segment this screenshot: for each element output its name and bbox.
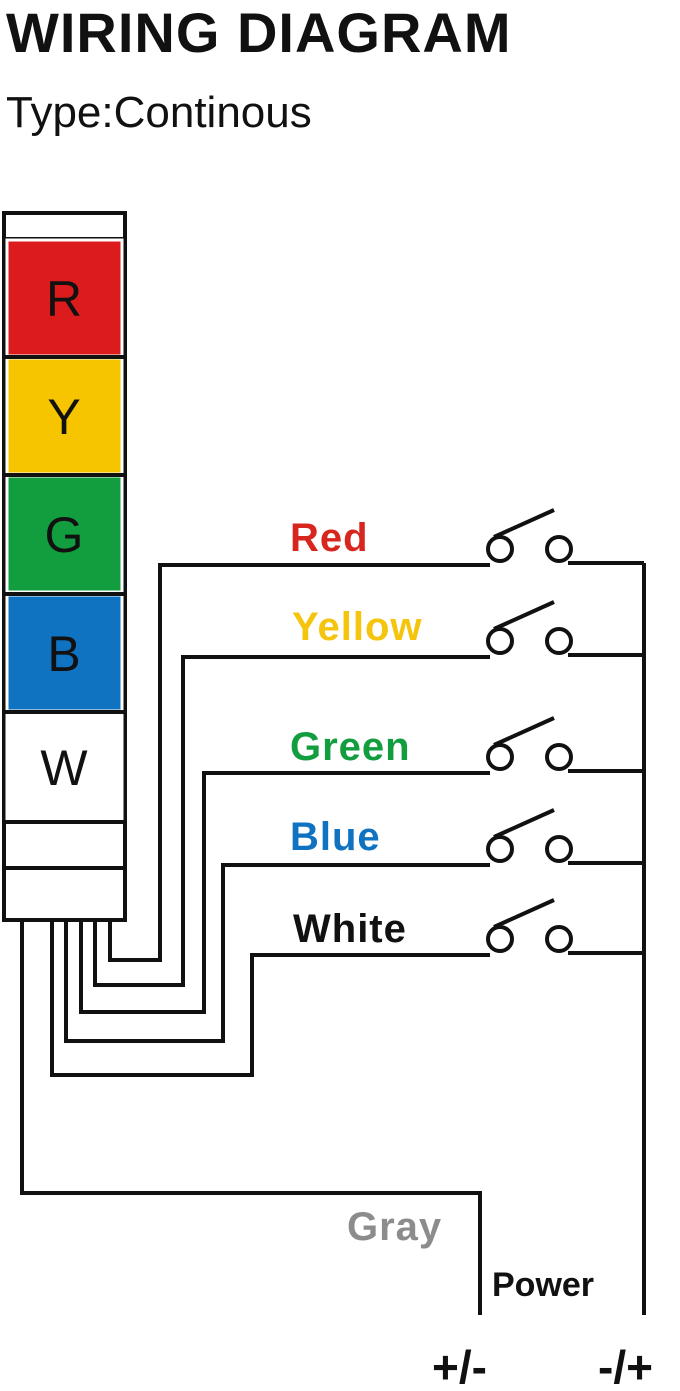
tower-segment-letter: G (45, 507, 84, 563)
wire-label-gray: Gray (347, 1205, 442, 1249)
switch-yellow (486, 600, 644, 657)
wire-label-blue: Blue (290, 815, 381, 859)
tower-cap (2, 211, 127, 241)
wire-red (108, 563, 490, 962)
switch-green (486, 716, 644, 773)
switch-red (486, 508, 644, 565)
wire-gray (20, 920, 482, 1315)
tower-segment-letter: B (47, 626, 80, 682)
wires (20, 563, 646, 1315)
switch-white (486, 898, 644, 955)
terminal-right: -/+ (598, 1341, 653, 1391)
wire-label-green: Green (290, 725, 411, 769)
wire-yellow (93, 655, 490, 987)
tower-segment-letter: R (46, 271, 82, 327)
diagram-type: Type:Continous (6, 88, 312, 137)
page-title: WIRING DIAGRAM (6, 1, 512, 64)
wire-blue (64, 863, 490, 1043)
wire-green (79, 771, 490, 1014)
switches (486, 508, 644, 955)
wire-label-red: Red (290, 516, 369, 560)
power-label: Power (492, 1266, 594, 1304)
tower-segment-letter: W (40, 740, 88, 796)
wire-label-yellow: Yellow (292, 605, 423, 649)
wire-label-white: White (293, 907, 407, 951)
signal-tower (2, 211, 127, 922)
tower-segment-r (5, 238, 124, 358)
terminal-left: +/- (432, 1341, 487, 1391)
tower-segment-g (5, 474, 124, 594)
wire-white (50, 920, 490, 1077)
tower-segment-letter: Y (47, 389, 80, 445)
switch-blue (486, 808, 644, 865)
